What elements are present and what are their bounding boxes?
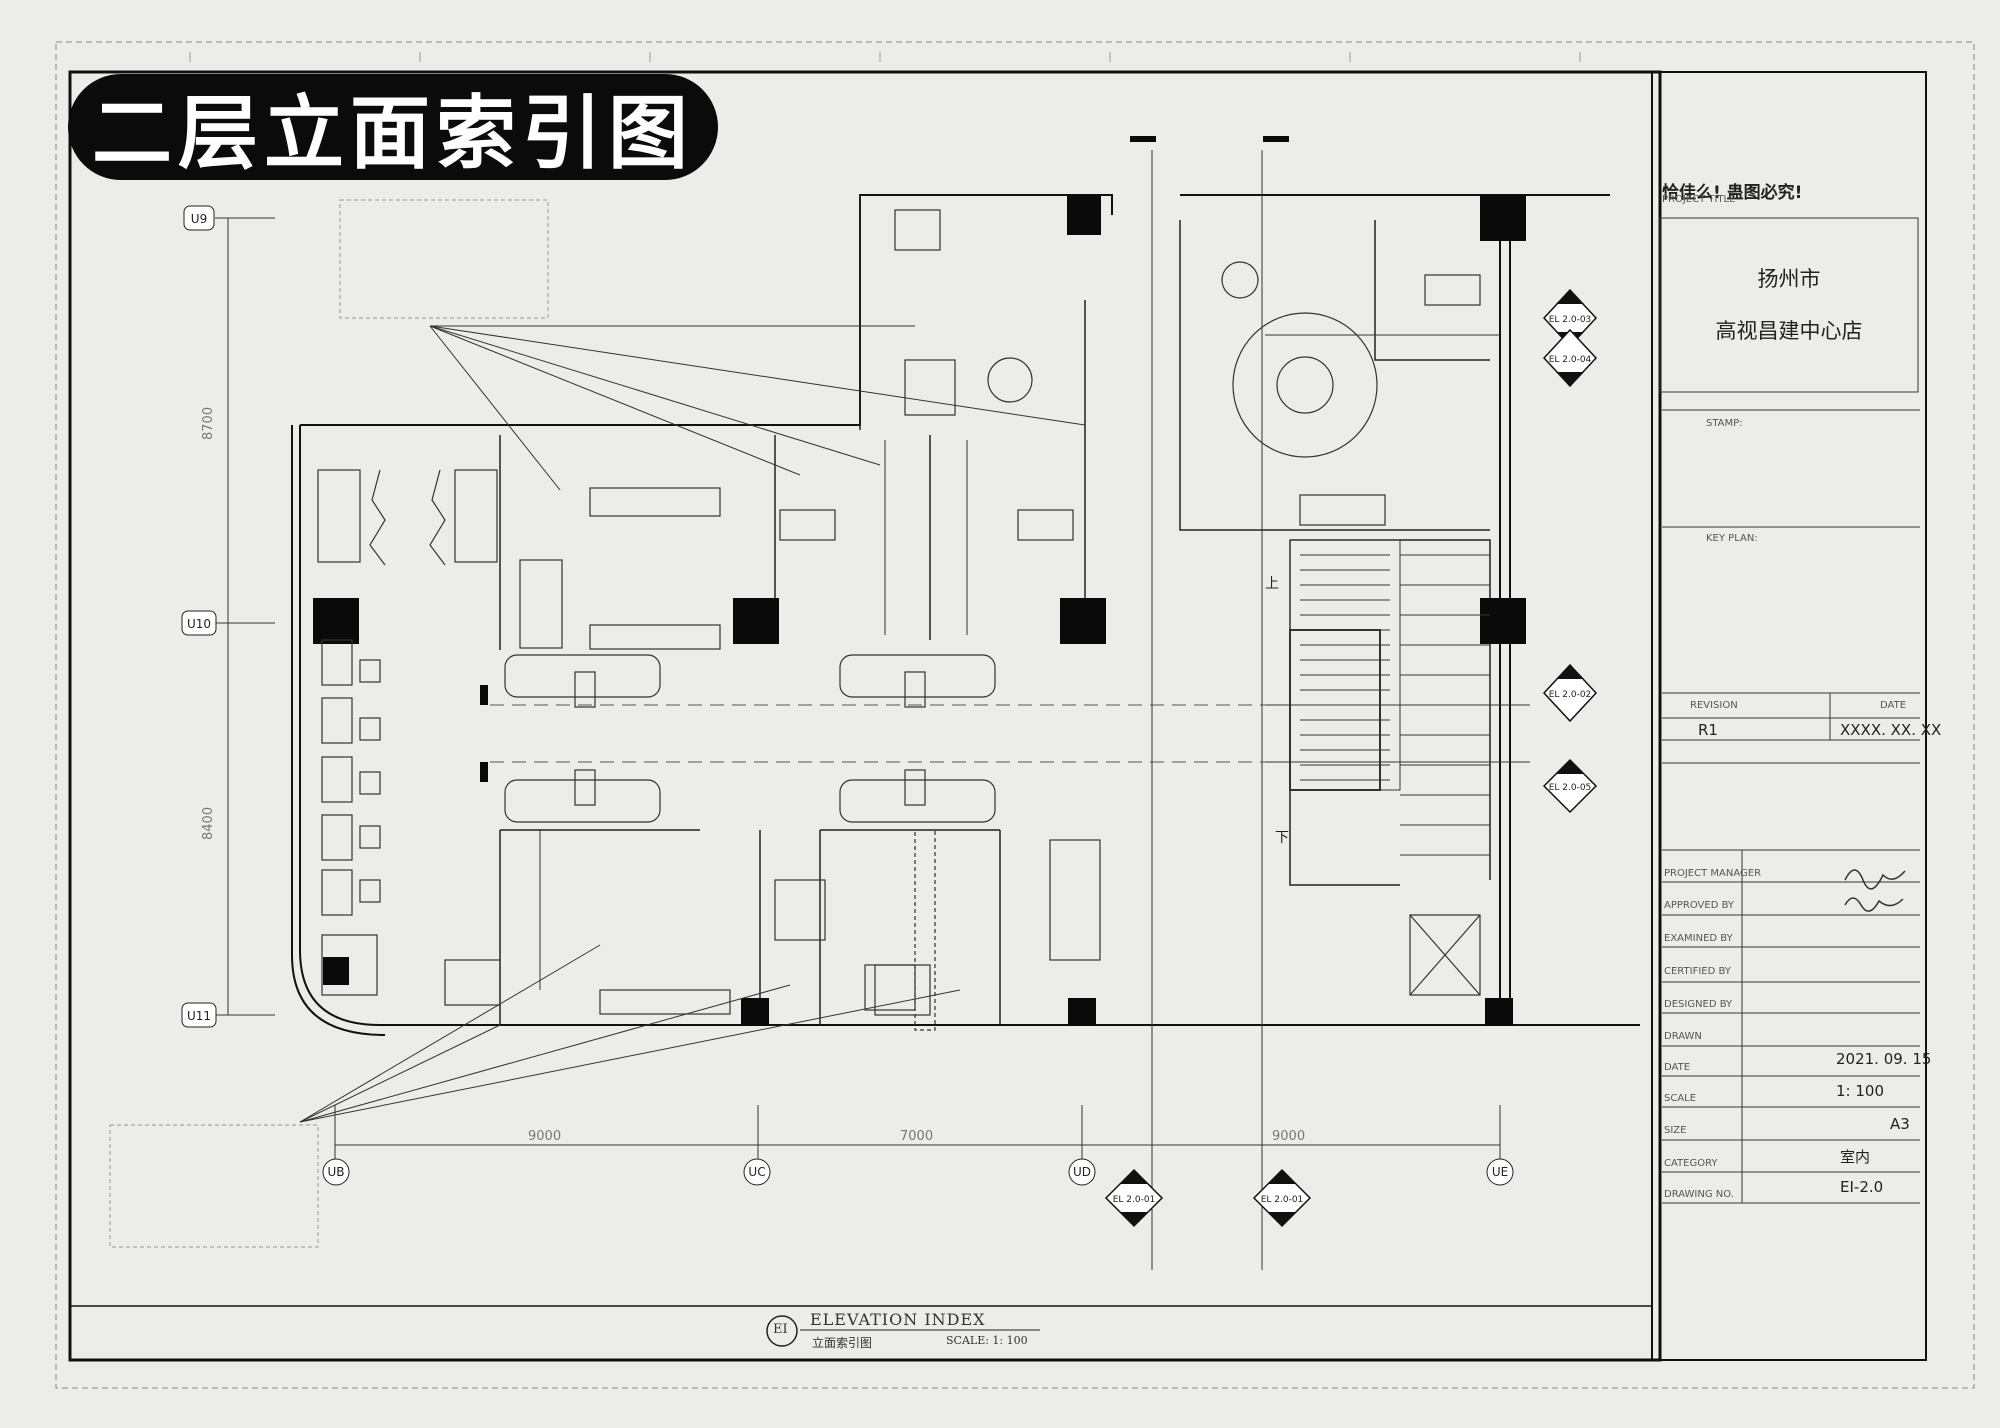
approved-label: APPROVED BY: [1664, 900, 1735, 911]
axis-bubble-UB: UB: [322, 1158, 350, 1186]
date-header-label: DATE: [1880, 700, 1907, 711]
size-value: A3: [1890, 1115, 1910, 1133]
revision-label: REVISION: [1690, 700, 1738, 711]
dim-v-1: 8700: [201, 407, 216, 440]
svg-text:UE: UE: [1492, 1165, 1508, 1179]
scale-value: 1: 100: [1836, 1082, 1884, 1100]
stamp-label: STAMP:: [1706, 418, 1743, 429]
svg-text:U11: U11: [187, 1009, 211, 1023]
caption-title-cn: 立面索引图: [812, 1336, 873, 1350]
dim-h-1: 9000: [528, 1129, 561, 1144]
elevation-marker-3: EL 2.0-02: [1542, 663, 1598, 723]
svg-text:EL 2.0-05: EL 2.0-05: [1549, 783, 1592, 793]
caption-title-en: ELEVATION INDEX: [810, 1310, 986, 1329]
project-city: 扬州市: [1757, 267, 1821, 291]
project-manager-label: PROJECT MANAGER: [1664, 868, 1762, 879]
svg-text:U10: U10: [187, 617, 211, 631]
certified-label: CERTIFIED BY: [1664, 966, 1731, 977]
drawing-no-value: EI-2.0: [1840, 1178, 1884, 1196]
svg-text:EL 2.0-02: EL 2.0-02: [1549, 690, 1592, 700]
category-label: CATEGORY: [1664, 1158, 1718, 1169]
scale-label: SCALE: [1664, 1093, 1697, 1104]
key-plan-label: KEY PLAN:: [1706, 533, 1758, 544]
project-store: 高视昌建中心店: [1715, 319, 1863, 343]
axis-bubble-UE: UE: [1486, 1158, 1514, 1186]
svg-text:UB: UB: [327, 1165, 344, 1179]
drawing-no-label: DRAWING NO.: [1664, 1189, 1734, 1200]
dim-h-2: 7000: [900, 1129, 933, 1144]
project-title-partial: 恰佳么! 蛊图必究!: [1662, 183, 1803, 203]
designed-label: DESIGNED BY: [1664, 999, 1733, 1010]
caption-code: EI: [773, 1322, 788, 1337]
caption-scale: SCALE: 1: 100: [946, 1334, 1028, 1347]
svg-text:EL 2.0-04: EL 2.0-04: [1549, 355, 1592, 365]
stair-down-label: 下: [1275, 830, 1289, 846]
axis-bubble-U11: U11: [181, 1002, 217, 1028]
svg-text:EL 2.0-01: EL 2.0-01: [1113, 1195, 1156, 1205]
page-title: 二层立面索引图: [68, 74, 718, 180]
examined-label: EXAMINED BY: [1664, 933, 1733, 944]
svg-text:UC: UC: [748, 1165, 765, 1179]
elevation-marker-5: EL 2.0-01: [1104, 1168, 1164, 1228]
axis-bubble-UC: UC: [743, 1158, 771, 1186]
project-title-label: PROJECT TITLE: [1662, 194, 1736, 205]
dim-h-3: 9000: [1272, 1129, 1305, 1144]
size-label: SIZE: [1664, 1125, 1687, 1136]
dim-v-2: 8400: [201, 807, 216, 840]
elevation-marker-6: EL 2.0-01: [1252, 1168, 1312, 1228]
svg-text:UD: UD: [1073, 1165, 1091, 1179]
axis-bubble-U10: U10: [181, 610, 217, 636]
svg-text:EL 2.0-01: EL 2.0-01: [1261, 1195, 1304, 1205]
axis-bubble-U9: U9: [183, 205, 215, 231]
svg-text:U9: U9: [191, 212, 207, 226]
svg-text:EL 2.0-03: EL 2.0-03: [1549, 315, 1592, 325]
revision-date-value: XXXX. XX. XX: [1840, 721, 1942, 739]
category-value: 室内: [1840, 1148, 1871, 1166]
date-value: 2021. 09. 15: [1836, 1050, 1932, 1068]
revision-value: R1: [1698, 721, 1718, 739]
elevation-marker-4: EL 2.0-05: [1542, 758, 1598, 814]
date-row-label: DATE: [1664, 1062, 1691, 1073]
elevation-marker-2: EL 2.0-04: [1542, 328, 1598, 388]
project-name-block: 扬州市 高视昌建中心店: [1660, 218, 1918, 392]
stair-up-label: 上: [1265, 576, 1279, 592]
axis-bubble-UD: UD: [1068, 1158, 1096, 1186]
drawn-label: DRAWN: [1664, 1031, 1702, 1042]
